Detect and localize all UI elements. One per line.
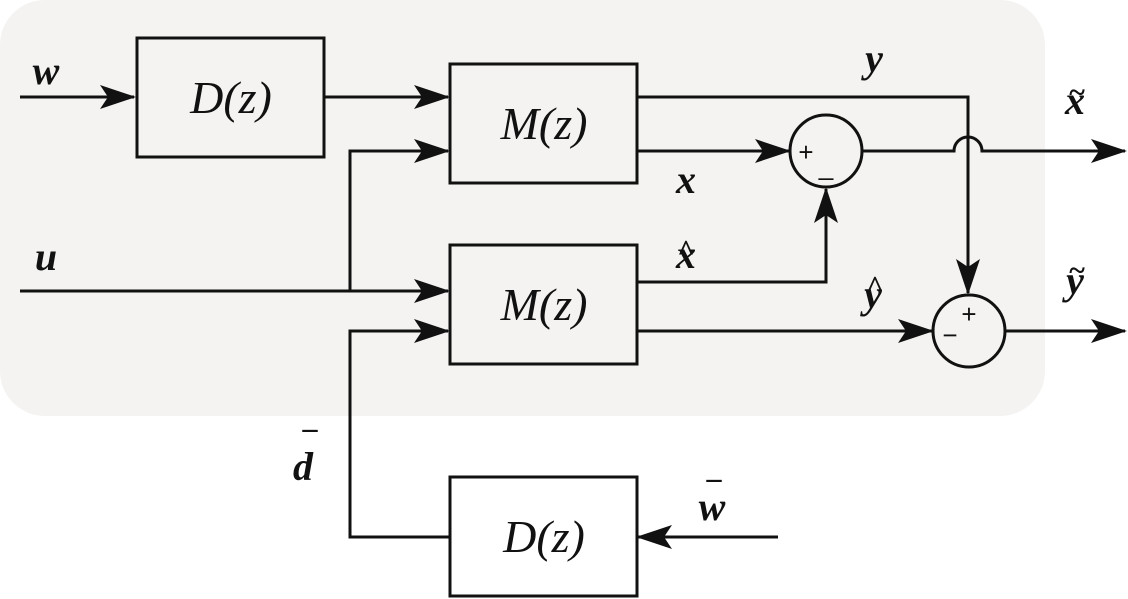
block-d-top: D(z) xyxy=(135,36,326,159)
sum-junction-y: + − xyxy=(931,293,1007,369)
sum-y-minus-sign: − xyxy=(942,320,957,350)
block-d-top-label: D(z) xyxy=(189,72,272,123)
block-m-bottom: M(z) xyxy=(448,243,639,366)
signal-x-tilde: x ~ xyxy=(1064,76,1085,123)
wire-x-hat xyxy=(638,187,838,284)
signal-y-hat-accent: ^ xyxy=(866,270,883,303)
wire-y xyxy=(638,95,980,295)
block-d-bottom-label: D(z) xyxy=(502,511,585,562)
signal-w-label: w xyxy=(33,48,60,93)
signal-w-bar-label: w xyxy=(699,484,726,529)
signal-w-bar: w ¯ xyxy=(699,476,726,529)
signal-y-tilde: y ~ xyxy=(1062,254,1085,303)
signal-x-label: x xyxy=(675,157,696,202)
signal-y-tilde-accent: ~ xyxy=(1069,254,1085,287)
signal-d-bar: d ¯ xyxy=(293,426,319,489)
block-m-top: M(z) xyxy=(448,62,639,185)
signal-d-bar-label: d xyxy=(293,444,314,489)
signal-x-tilde-accent: ~ xyxy=(1069,76,1085,109)
sum-x-plus-sign: + xyxy=(798,137,813,167)
signal-u-label: u xyxy=(35,234,57,279)
signal-d-bar-accent: ¯ xyxy=(302,426,319,459)
wire-d-bar xyxy=(348,319,450,539)
sum-junction-x: + _ xyxy=(788,113,864,189)
block-d-bottom: D(z) xyxy=(448,475,639,598)
signal-w-bar-accent: ¯ xyxy=(706,476,723,509)
signal-x-hat-label: x xyxy=(675,232,696,277)
signal-x-hat-accent: ^ xyxy=(677,234,694,267)
block-m-bottom-label: M(z) xyxy=(500,279,588,330)
block-m-top-label: M(z) xyxy=(500,98,588,149)
wire-x-tilde xyxy=(863,135,1127,163)
signal-x-hat: x ^ xyxy=(675,232,696,277)
signal-y-tilde-label: y xyxy=(1062,258,1084,303)
sum-y-plus-sign: + xyxy=(961,299,976,329)
sum-x-minus-sign: _ xyxy=(818,151,834,181)
signal-y-hat-label: y xyxy=(860,272,882,317)
wire-u-branch xyxy=(348,139,450,291)
signal-y-label: y xyxy=(861,36,883,81)
signal-x-tilde-label: x xyxy=(1064,78,1085,123)
signal-y-hat: y ^ xyxy=(860,270,884,317)
